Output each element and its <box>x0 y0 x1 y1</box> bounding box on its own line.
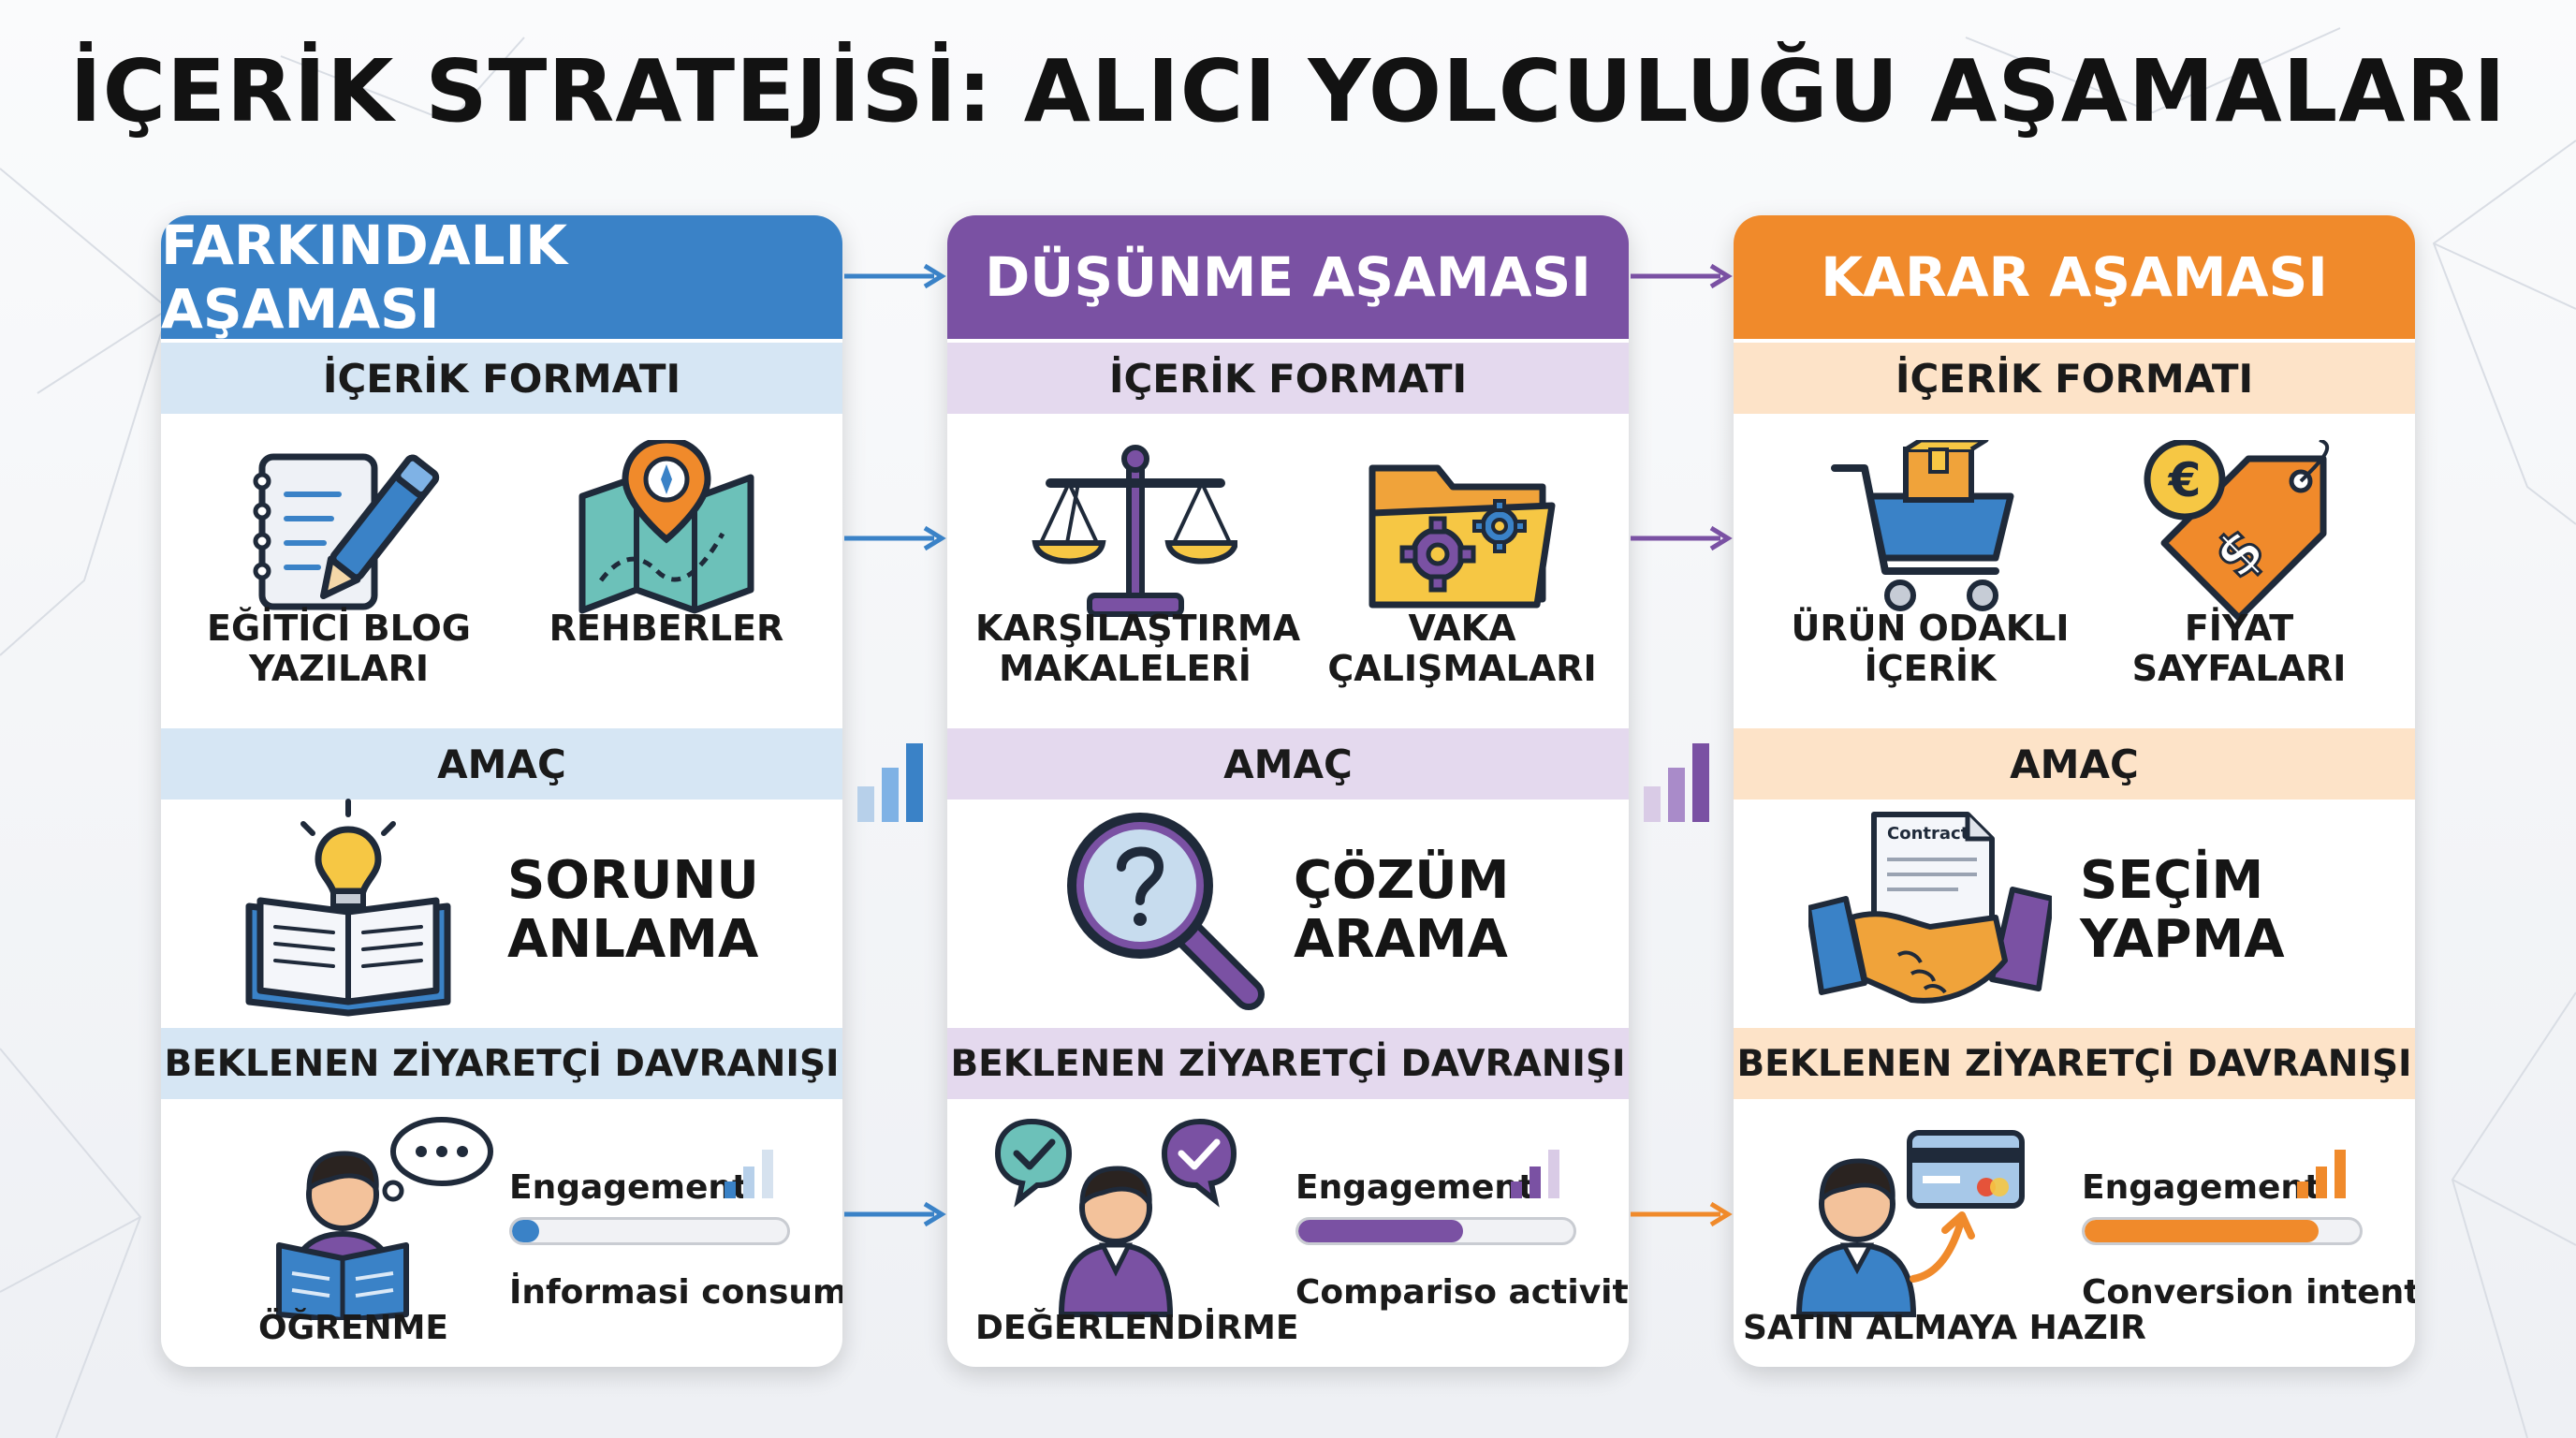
page-title: İÇERİK STRATEJİSİ: ALICI YOLCULUĞU AŞAMA… <box>69 41 2507 141</box>
arrow-awareness-to-consideration-header <box>844 262 947 290</box>
stage-card-decision: KARAR AŞAMASI İÇERİK FORMATI $ € <box>1734 215 2415 1367</box>
section-format-band: İÇERİK FORMATI <box>161 343 842 414</box>
engagement-progress-bar <box>1295 1217 1576 1245</box>
goal-text: SORUNU ANLAMA <box>507 850 759 970</box>
stage-header: DÜŞÜNME AŞAMASI <box>947 215 1629 339</box>
goal-text: ÇÖZÜM ARAMA <box>1294 850 1510 970</box>
svg-text:€: € <box>2168 453 2202 507</box>
stage-header: FARKINDALIK AŞAMASI <box>161 215 842 341</box>
engagement-bars-icon <box>2295 1144 2351 1200</box>
behavior-label: SATIN ALMAYA HAZIR <box>1743 1309 2146 1347</box>
section-behavior-band: BEKLENEN ZİYARETÇİ DAVRANIŞI <box>1734 1028 2415 1099</box>
engagement-progress-fill <box>512 1220 540 1242</box>
behavior-label: ÖĞRENME <box>258 1309 449 1347</box>
section-behavior-band: BEKLENEN ZİYARETÇİ DAVRANIŞI <box>947 1028 1629 1099</box>
section-goal-band: AMAÇ <box>161 728 842 800</box>
reading-person-icon <box>264 1114 507 1323</box>
format-label-guides: REHBERLER <box>549 608 784 649</box>
section-behavior-band: BEKLENEN ZİYARETÇİ DAVRANIŞI <box>161 1028 842 1099</box>
shopping-cart-icon <box>1827 437 2033 627</box>
format-label-comparison: KARŞILAŞTIRMA MAKALELERİ <box>975 608 1301 689</box>
arrow-awareness-to-consideration-formats <box>844 524 947 552</box>
engagement-label: Engagement <box>509 1168 749 1207</box>
engagement-bars-icon <box>723 1144 779 1200</box>
engagement-caption: Conversion intent <box>2082 1273 2415 1312</box>
price-tag-icon: $ € <box>2136 438 2342 627</box>
section-goal-band: AMAÇ <box>1734 728 2415 800</box>
folder-gears-icon <box>1359 440 1565 627</box>
contract-text: Contract <box>1887 824 1969 844</box>
arrow-awareness-to-consideration-behavior <box>844 1200 947 1228</box>
map-pin-icon <box>564 436 769 627</box>
engagement-progress-fill <box>1298 1220 1464 1242</box>
engagement-caption: Compariso activity <box>1295 1273 1629 1312</box>
arrow-consideration-to-decision-formats <box>1631 524 1734 552</box>
section-goal-band: AMAÇ <box>947 728 1629 800</box>
evaluating-person-icon <box>994 1114 1237 1320</box>
magnifier-question-icon <box>1050 796 1275 1020</box>
format-label-blog: EĞİTİCİ BLOG YAZILARI <box>207 608 471 689</box>
growth-bars-icon <box>856 730 940 824</box>
engagement-bars-icon <box>1509 1144 1565 1200</box>
behavior-label: DEĞERLENDİRME <box>975 1309 1299 1347</box>
section-format-band: İÇERİK FORMATI <box>1734 343 2415 414</box>
engagement-label: Engagement <box>2082 1168 2321 1207</box>
arrow-consideration-to-decision-behavior <box>1631 1200 1734 1228</box>
engagement-progress-bar <box>509 1217 790 1245</box>
balance-scale-icon <box>1032 440 1239 627</box>
format-label-pricing: FİYAT SAYFALARI <box>2131 608 2347 689</box>
engagement-progress-fill <box>2085 1220 2319 1242</box>
section-format-band: İÇERİK FORMATI <box>947 343 1629 414</box>
arrow-consideration-to-decision-header <box>1631 262 1734 290</box>
format-label-product: ÜRÜN ODAKLI İÇERİK <box>1791 608 2070 689</box>
format-label-case-studies: VAKA ÇALIŞMALARI <box>1327 608 1597 689</box>
goal-text: SEÇİM YAPMA <box>2080 850 2285 970</box>
engagement-caption: İnformasi consum <box>509 1273 842 1312</box>
growth-bars-icon <box>1642 730 1726 824</box>
open-book-lightbulb-icon <box>236 796 461 1020</box>
contract-handshake-icon: Contract <box>1806 796 2055 1020</box>
stage-header: KARAR AŞAMASI <box>1734 215 2415 339</box>
engagement-label: Engagement <box>1295 1168 1535 1207</box>
buyer-card-icon <box>1786 1114 2029 1320</box>
notebook-pen-icon <box>234 440 440 627</box>
stage-card-consideration: DÜŞÜNME AŞAMASI İÇERİK FORMATI <box>947 215 1629 1367</box>
engagement-progress-bar <box>2082 1217 2363 1245</box>
stage-card-awareness: FARKINDALIK AŞAMASI İÇERİK FORMATI <box>161 215 842 1367</box>
